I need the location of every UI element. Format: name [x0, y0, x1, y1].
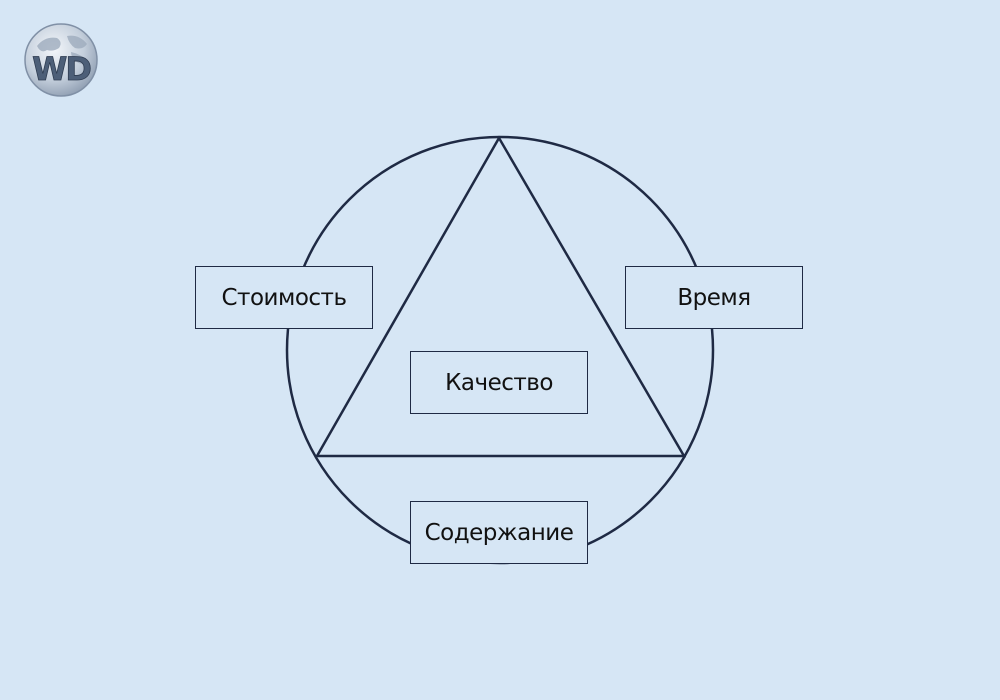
globe-continents [37, 35, 89, 64]
wd-logo: WD [24, 23, 98, 97]
triangle [314, 135, 687, 458]
outer-circle [285, 135, 715, 565]
quality-box: Качество [410, 351, 588, 414]
scope-box: Содержание [410, 501, 588, 564]
cost-box: Стоимость [195, 266, 373, 329]
scope-label: Содержание [424, 519, 574, 546]
time-box: Время [625, 266, 803, 329]
logo-text: WD [32, 50, 90, 88]
cost-label: Стоимость [221, 284, 348, 311]
quality-label: Качество [445, 369, 553, 396]
time-label: Время [677, 284, 751, 311]
